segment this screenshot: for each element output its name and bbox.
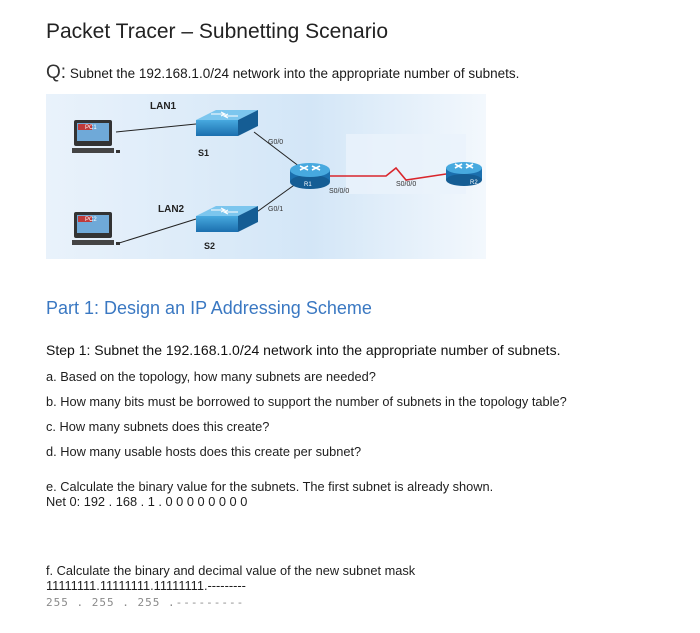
background-shape [346, 134, 466, 194]
link-s1-r1 [253, 131, 305, 171]
topology-diagram: PC1 PC2 R1 R2 LAN1 LAN2 S1 S [46, 94, 486, 259]
page-title: Packet Tracer – Subnetting Scenario [46, 20, 389, 43]
g01-label: G0/1 [268, 206, 283, 213]
lan1-label: LAN1 [150, 101, 177, 112]
s2-label: S2 [204, 241, 215, 251]
link-pc1-s1 [115, 123, 197, 133]
r2-s000-label: S0/0/0 [396, 181, 416, 188]
net0-value: Net 0: 192 . 168 . 1 . 0 0 0 0 0 0 0 0 [46, 494, 248, 509]
question-a: a. Based on the topology, how many subne… [46, 369, 376, 384]
mask-decimal: 255 . 255 . 255 .--------- [46, 596, 245, 609]
net0-binary: Net 0: 192 . 168 . 1 . 0 0 0 0 0 0 0 0 [46, 494, 247, 509]
lan2-label: LAN2 [158, 204, 185, 215]
switch-s2-icon[interactable] [196, 206, 258, 232]
link-pc2-s2 [115, 218, 197, 245]
question-d: d. How many usable hosts does this creat… [46, 444, 362, 459]
r2-label: R2 [470, 180, 478, 186]
r1-label: R1 [304, 182, 312, 188]
mask-binary: 11111111.11111111.11111111.--------- [46, 578, 246, 593]
step1-text: Step 1: Subnet the 192.168.1.0/24 networ… [46, 342, 561, 358]
router-r1-icon[interactable] [290, 163, 330, 189]
calc-f-text: f. Calculate the binary and decimal valu… [46, 563, 416, 578]
part1-heading: Part 1: Design an IP Addressing Scheme [46, 298, 372, 318]
r1-s000-label: S0/0/0 [329, 188, 349, 195]
g00-label: G0/0 [268, 139, 283, 146]
pc1-icon[interactable] [72, 120, 120, 153]
pc2-label: PC2 [85, 217, 97, 223]
question-c: c. How many subnets does this create? [46, 419, 270, 434]
question-prefix: Q: [46, 62, 67, 83]
serial-link [326, 166, 447, 181]
s1-label: S1 [198, 148, 209, 158]
calc-e-text: e. Calculate the binary value for the su… [46, 479, 494, 494]
router-r2-icon[interactable] [446, 162, 482, 186]
pc2-icon[interactable] [72, 212, 120, 245]
question-text: Subnet the 192.168.1.0/24 network into t… [69, 66, 520, 81]
switch-s1-icon[interactable] [196, 110, 258, 136]
question: Q: Subnet the 192.168.1.0/24 network int… [46, 62, 519, 84]
question-b: b. How many bits must be borrowed to sup… [46, 394, 567, 409]
pc1-label: PC1 [85, 125, 97, 131]
